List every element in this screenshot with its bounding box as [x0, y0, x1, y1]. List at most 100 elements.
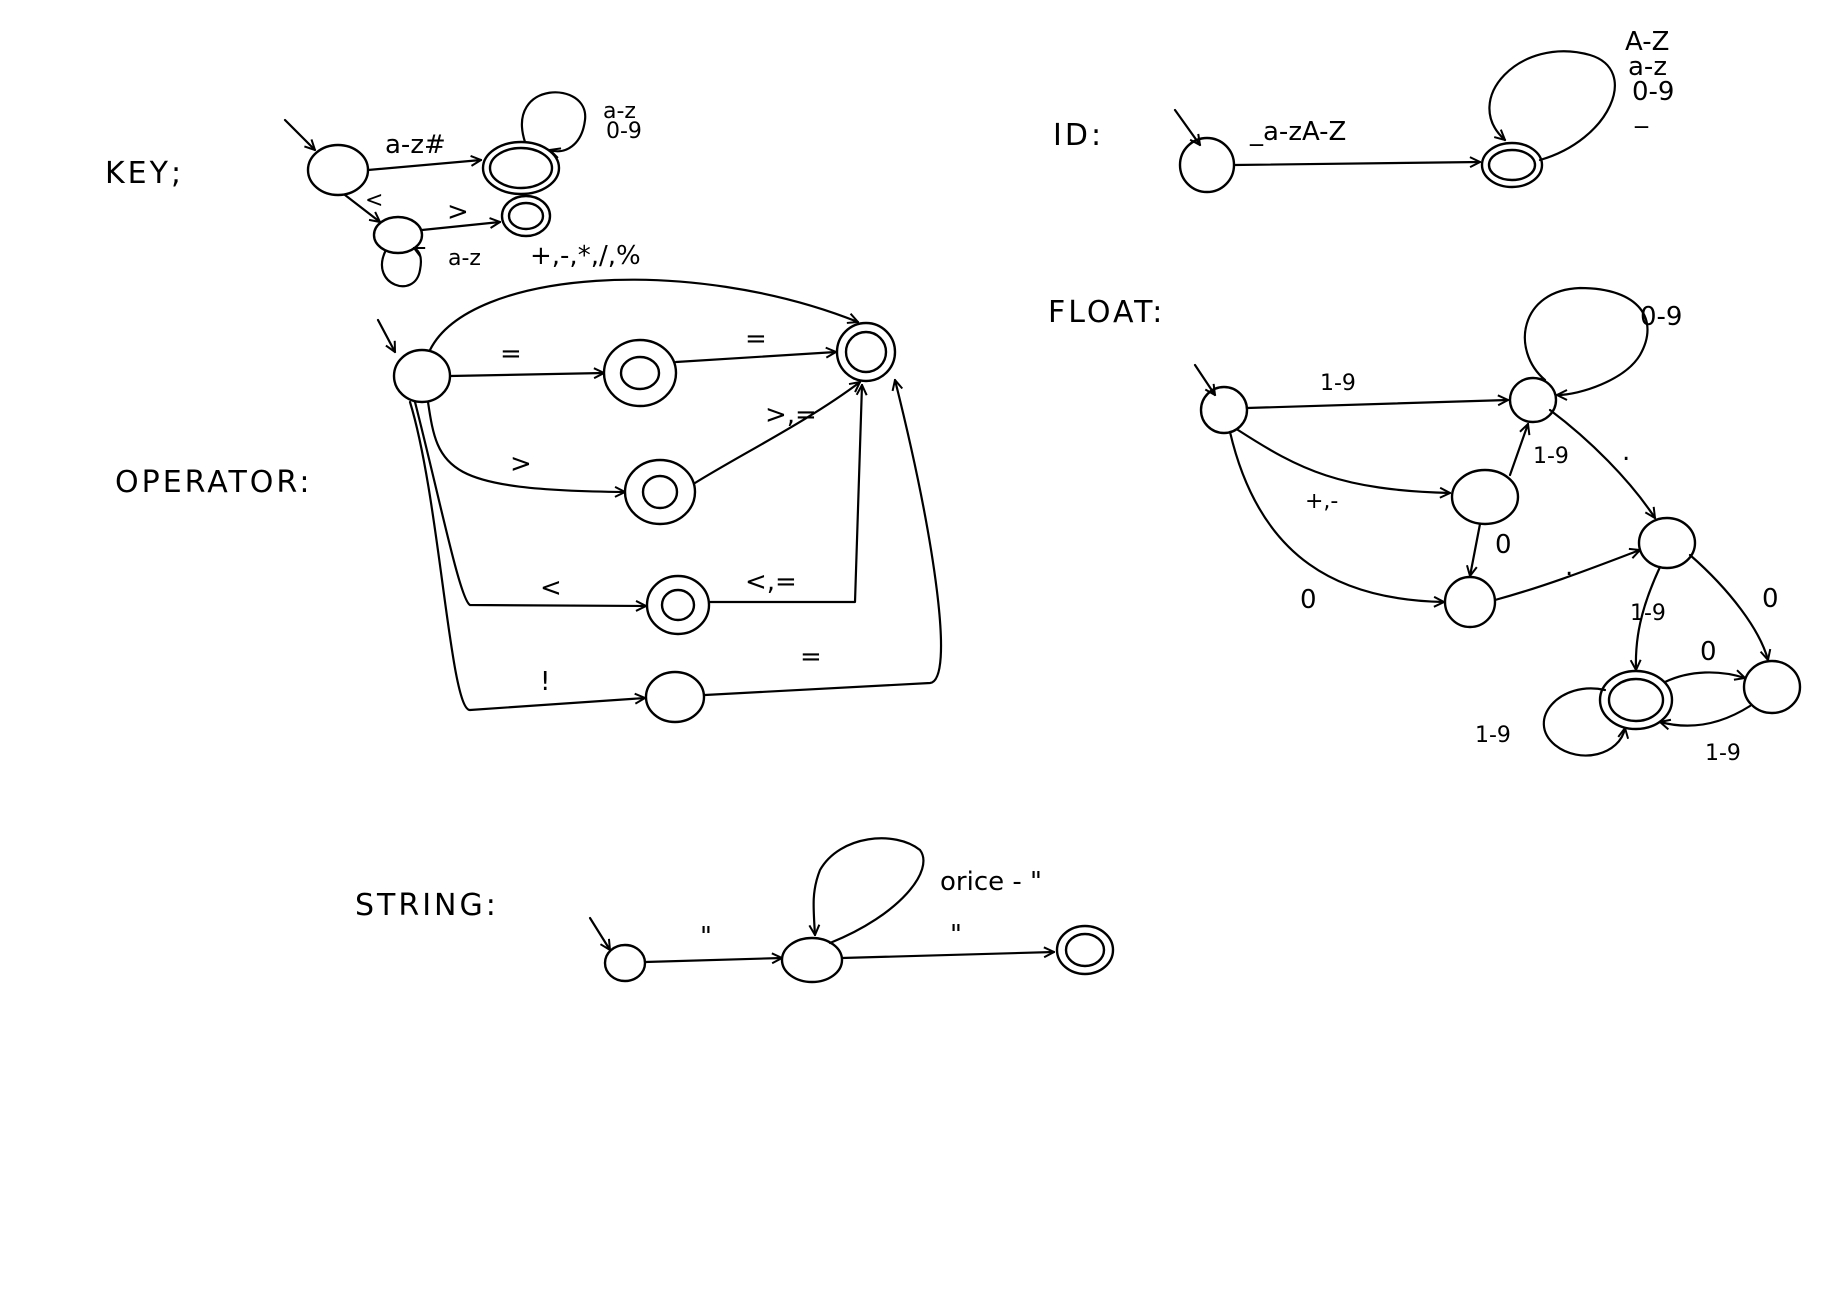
string-label-close-quote: " [950, 920, 962, 950]
float-section-label: FLOAT: [1048, 295, 1165, 330]
key-word-loop [521, 91, 587, 151]
operator-state-eq [602, 338, 678, 408]
operator-edge-eq1 [448, 373, 604, 376]
key-label-loop-a: a-z [603, 99, 636, 124]
id-label-loop-3: 0-9 [1632, 77, 1674, 107]
key-label-letters-hash: a-z# [385, 130, 446, 160]
key-section-label: KEY; [105, 156, 184, 191]
operator-label-bang-next: = [800, 642, 822, 672]
string-label-open-quote: " [700, 922, 712, 952]
key-state-close-accept-ring [507, 201, 545, 231]
string-body-loop [814, 837, 925, 945]
operator-edge-lt-next [708, 385, 862, 604]
operator-state-final-accept-ring [844, 330, 888, 374]
float-state-int [1508, 376, 1558, 424]
operator-edge-gt [426, 400, 627, 492]
id-label-loop-1: A-Z [1625, 27, 1669, 57]
float-state-zero [1443, 575, 1497, 629]
operator-edge-eq2 [674, 352, 836, 364]
float-label-sign-zero: 0 [1495, 530, 1512, 560]
operator-label-lt: < [540, 573, 562, 603]
float-label-frac-zero: 0 [1762, 584, 1779, 614]
string-label-loop: orice - " [940, 867, 1042, 897]
string-start-arrow [588, 916, 610, 950]
id-edge-first [1232, 162, 1482, 165]
id-label-first: _a-zA-Z [1249, 117, 1346, 147]
key-state-start [306, 143, 370, 197]
key-start-arrow [283, 118, 315, 150]
key-state-word [481, 140, 561, 196]
float-edge-sign [1236, 428, 1450, 493]
string-edge-open [643, 958, 782, 962]
float-edge-start-digits [1245, 400, 1508, 410]
float-edge-zero-start [1228, 430, 1444, 602]
id-ident-loop [1488, 50, 1616, 162]
float-label-zero-between: 0 [1700, 637, 1717, 667]
float-label-zero-start: 0 [1300, 585, 1317, 615]
operator-label-lt-next: <,= [745, 567, 797, 597]
float-state-sign [1450, 468, 1520, 526]
key-label-gt: > [447, 197, 469, 227]
id-section-label: ID: [1053, 118, 1104, 153]
id-label-loop-2: a-z [1628, 52, 1667, 82]
operator-state-lt [645, 574, 711, 636]
key-label-lt: < [365, 188, 383, 213]
string-state-start [603, 943, 647, 983]
key-state-close [500, 194, 552, 238]
float-edge-frac-zero [1688, 553, 1768, 660]
operator-label-eq1: = [500, 339, 522, 369]
float-automaton: FLOAT: 0-9 1-9 +,- 0 1-9 0 . . 1-9 0 0 [1048, 286, 1802, 766]
operator-state-gt-accept-ring [641, 474, 679, 510]
key-edge-word [366, 160, 481, 172]
float-edge-frac-digits [1636, 565, 1662, 670]
key-edge-lt [343, 193, 380, 222]
float-edge-back-digits [1660, 704, 1752, 726]
float-label-dot-top: . [1622, 437, 1630, 467]
operator-edge-gt-next [693, 382, 860, 485]
string-state-end-accept-ring [1064, 932, 1106, 968]
float-state-frac-accept-ring [1607, 677, 1665, 723]
float-frac-loop [1542, 687, 1625, 757]
string-state-body [780, 936, 844, 984]
float-label-sign-digits: 1-9 [1533, 444, 1569, 469]
key-label-loop-az: a-z [448, 246, 481, 271]
float-state-dot [1637, 516, 1697, 570]
key-automaton: KEY; a-z# a-z 0-9 < > a-z [105, 91, 642, 288]
float-edge-sign-digits [1508, 424, 1528, 477]
operator-state-bang [644, 670, 706, 724]
operator-edge-lt [413, 400, 648, 606]
operator-label-gt: > [510, 449, 532, 479]
float-edge-zero-between [1663, 672, 1745, 684]
float-edge-dot-bottom [1493, 550, 1640, 602]
key-state-word-accept-ring [488, 146, 554, 190]
string-edge-close [840, 952, 1054, 960]
string-section-label: STRING: [355, 888, 499, 923]
key-label-loop-b: 0-9 [606, 119, 642, 144]
id-state-start [1178, 136, 1236, 194]
operator-state-gt [623, 458, 697, 526]
operator-state-eq-accept-ring [619, 355, 661, 391]
operator-start-arrow [376, 318, 397, 352]
float-label-loop: 0-9 [1640, 302, 1682, 332]
float-label-sign: +,- [1305, 489, 1338, 514]
float-edge-dot-top [1548, 408, 1655, 518]
float-label-dot-bottom: . [1565, 552, 1573, 582]
operator-label-arith: +,-,*,/,% [530, 241, 641, 271]
id-automaton: ID: _a-zA-Z A-Z a-z 0-9 _ [1053, 27, 1674, 194]
operator-label-eq2: = [745, 324, 767, 354]
float-label-back-digits: 1-9 [1705, 741, 1741, 766]
float-label-frac-digits: 1-9 [1630, 601, 1666, 626]
float-int-loop [1523, 286, 1649, 395]
operator-edge-bang-next [703, 380, 943, 697]
float-state-start [1199, 385, 1249, 435]
operator-section-label: OPERATOR: [115, 465, 312, 500]
float-label-final-loop: 1-9 [1475, 723, 1511, 748]
id-state-ident-accept-ring [1487, 148, 1537, 182]
key-state-angle [372, 215, 424, 255]
string-automaton: STRING: " orice - " " [355, 837, 1115, 984]
operator-edge-arith [428, 278, 858, 352]
operator-state-lt-accept-ring [660, 588, 696, 622]
operator-label-gt-next: >,= [765, 400, 817, 430]
key-edge-gt [420, 222, 500, 232]
float-edge-sign-zero [1470, 522, 1482, 576]
